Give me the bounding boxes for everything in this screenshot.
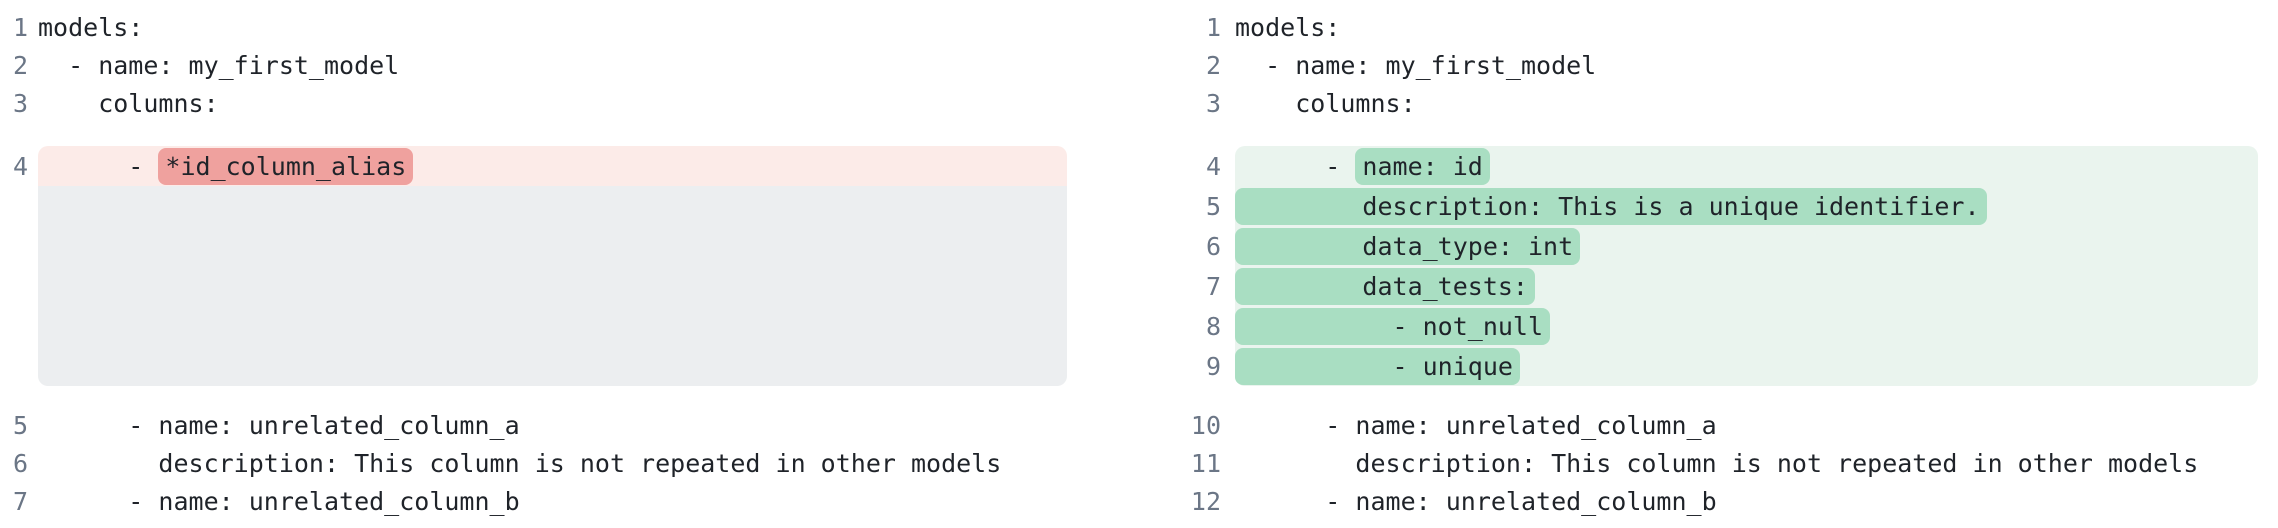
line-number: 12 bbox=[1190, 486, 1221, 516]
added-token: name: id bbox=[1355, 147, 1490, 185]
code-text: - unique bbox=[1235, 347, 1520, 385]
code-text: data_tests: bbox=[1235, 267, 1535, 305]
code-line: 12 - name: unrelated_column_b bbox=[1139, 482, 2278, 520]
code-line: 1 models: bbox=[1139, 8, 2278, 46]
added-line: 5 description: This is a unique identifi… bbox=[1139, 186, 2278, 226]
line-number: 4 bbox=[12, 151, 28, 181]
line-number: 4 bbox=[1205, 151, 1221, 181]
line-number: 3 bbox=[1205, 88, 1221, 118]
code-text: - name: unrelated_column_a bbox=[1235, 410, 1717, 440]
line-number: 3 bbox=[12, 88, 28, 118]
added-line: 9 - unique bbox=[1139, 346, 2278, 386]
code-line: 1 models: bbox=[0, 8, 1139, 46]
line-number: 1 bbox=[12, 12, 28, 42]
code-text: description: This column is not repeated… bbox=[38, 448, 1002, 478]
code-text: - name: my_first_model bbox=[1235, 50, 1597, 80]
line-number-empty bbox=[0, 186, 28, 386]
added-token: description: This is a unique identifier… bbox=[1235, 187, 1987, 225]
removed-block: 4 - *id_column_alias bbox=[0, 146, 1139, 386]
line-number: 7 bbox=[12, 486, 28, 516]
code-line: 3 columns: bbox=[0, 84, 1139, 122]
added-line: 7 data_tests: bbox=[1139, 266, 2278, 306]
code-text: data_type: int bbox=[1235, 227, 1581, 265]
added-line: 6 data_type: int bbox=[1139, 226, 2278, 266]
added-token: data_type: int bbox=[1235, 227, 1581, 265]
code-prefix: - bbox=[38, 151, 159, 181]
code-text: columns: bbox=[1235, 88, 1416, 118]
line-number: 11 bbox=[1190, 448, 1221, 478]
line-number: 6 bbox=[1205, 231, 1221, 261]
code-text: - name: unrelated_column_b bbox=[38, 486, 520, 516]
collapsed-lines-filler bbox=[38, 186, 1067, 386]
line-number: 2 bbox=[12, 50, 28, 80]
line-number: 7 bbox=[1205, 271, 1221, 301]
added-token: - unique bbox=[1235, 347, 1520, 385]
diff-pane-after: 1 models: 2 - name: my_first_model 3 col… bbox=[1139, 0, 2278, 528]
line-number: 9 bbox=[1205, 351, 1221, 381]
line-number: 8 bbox=[1205, 311, 1221, 341]
line-number: 1 bbox=[1205, 12, 1221, 42]
added-line: 4 - name: id bbox=[1139, 146, 2278, 186]
code-text: - name: id bbox=[1235, 147, 1490, 185]
removed-line: 4 - *id_column_alias bbox=[0, 146, 1139, 186]
code-text: - not_null bbox=[1235, 307, 1551, 345]
line-number: 5 bbox=[1205, 191, 1221, 221]
code-text: - name: unrelated_column_a bbox=[38, 410, 520, 440]
line-number: 6 bbox=[12, 448, 28, 478]
added-token: - not_null bbox=[1235, 307, 1551, 345]
line-number: 2 bbox=[1205, 50, 1221, 80]
added-token: data_tests: bbox=[1235, 267, 1535, 305]
added-line: 8 - not_null bbox=[1139, 306, 2278, 346]
diff-pane-before: 1 models: 2 - name: my_first_model 3 col… bbox=[0, 8, 1139, 520]
code-text: models: bbox=[1235, 12, 1341, 42]
line-number: 5 bbox=[12, 410, 28, 440]
collapsed-lines-filler-row bbox=[0, 186, 1139, 386]
code-text: - name: unrelated_column_b bbox=[1235, 486, 1717, 516]
code-line: 3 columns: bbox=[1139, 84, 2278, 122]
code-line: 7 - name: unrelated_column_b bbox=[0, 482, 1139, 520]
code-text: models: bbox=[38, 12, 144, 42]
code-text: - name: my_first_model bbox=[38, 50, 400, 80]
code-line: 5 - name: unrelated_column_a bbox=[0, 406, 1139, 444]
removed-token: *id_column_alias bbox=[158, 147, 414, 185]
code-text: columns: bbox=[38, 88, 219, 118]
code-line: 10 - name: unrelated_column_a bbox=[1139, 406, 2278, 444]
added-block: 4 - name: id 5 description: This is a un… bbox=[1139, 146, 2278, 386]
code-text: description: This is a unique identifier… bbox=[1235, 187, 1987, 225]
code-text: - *id_column_alias bbox=[38, 147, 414, 185]
code-line: 11 description: This column is not repea… bbox=[1139, 444, 2278, 482]
code-line: 2 - name: my_first_model bbox=[0, 46, 1139, 84]
code-text: description: This column is not repeated… bbox=[1235, 448, 2199, 478]
code-line: 2 - name: my_first_model bbox=[1139, 46, 2278, 84]
code-prefix: - bbox=[1235, 151, 1356, 181]
line-number: 10 bbox=[1190, 410, 1221, 440]
code-line: 6 description: This column is not repeat… bbox=[0, 444, 1139, 482]
